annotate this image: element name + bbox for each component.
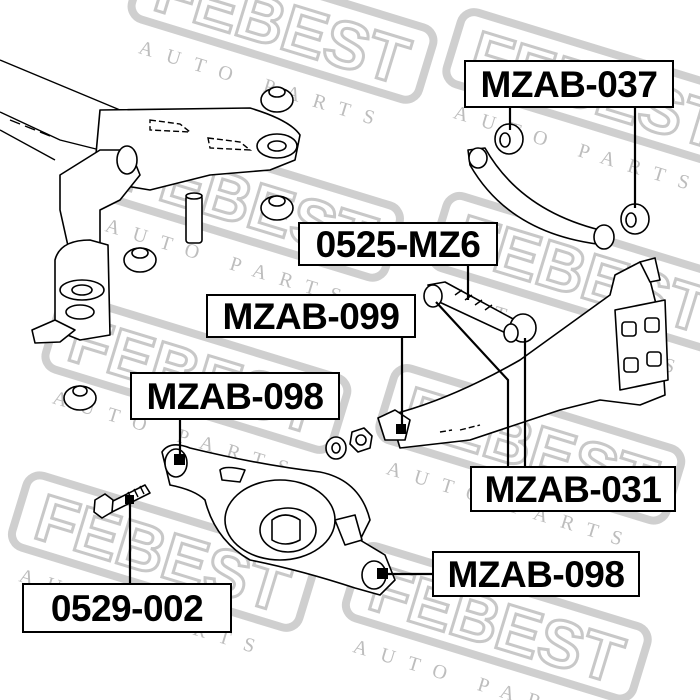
part-label-mzab-099: MZAB-099 xyxy=(206,294,416,338)
part-label-mzab-098-lower: MZAB-098 xyxy=(432,551,640,597)
mount-bushing xyxy=(260,86,294,113)
lower-control-arm xyxy=(161,444,396,596)
part-label-mzab-098-upper: MZAB-098 xyxy=(130,372,340,420)
upper-control-arm xyxy=(467,123,650,250)
washer xyxy=(325,436,347,460)
rear-knuckle-trailing-arm xyxy=(377,257,669,449)
part-label-0529-002: 0529-002 xyxy=(22,583,232,633)
part-label-0525-mz6: 0525-MZ6 xyxy=(298,222,498,266)
part-label-mzab-031: MZAB-031 xyxy=(470,466,676,512)
rear-subframe xyxy=(0,59,301,344)
part-label-mzab-037: MZAB-037 xyxy=(464,60,674,108)
mount-bushing xyxy=(123,247,157,273)
lower-stud xyxy=(185,192,203,244)
mount-bushing xyxy=(260,195,294,221)
leader-lines xyxy=(125,106,637,583)
toe-control-arm xyxy=(423,281,537,343)
mount-bushing xyxy=(63,385,97,411)
camber-bolt xyxy=(93,484,151,519)
hex-nut xyxy=(349,427,373,453)
